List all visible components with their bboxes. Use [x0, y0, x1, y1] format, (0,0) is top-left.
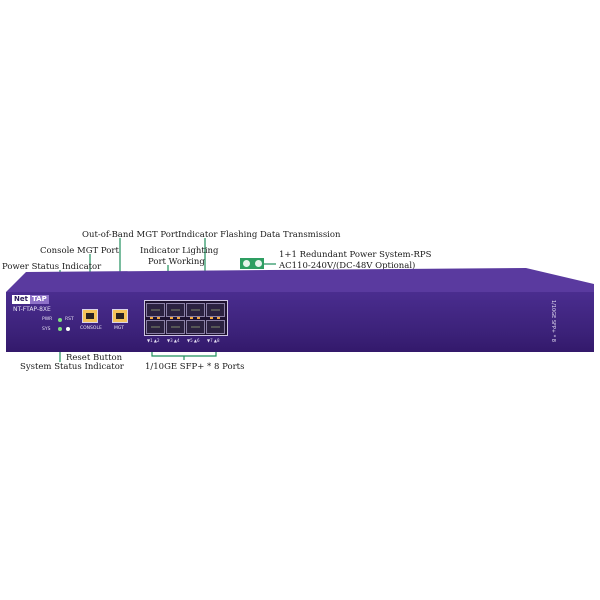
rps-callout-2: AC110-240V/(DC-48V Optional)	[279, 261, 416, 271]
power-terminal-icon	[242, 260, 250, 267]
power-status-led	[58, 318, 62, 322]
system-status-callout: System Status Indicator	[20, 362, 124, 372]
sfp-port[interactable]	[206, 320, 225, 334]
indicator-flashing-callout: Indicator Flashing Data Transmission	[178, 230, 341, 240]
logo-text-right: TAP	[29, 295, 49, 304]
sfp-status-led	[157, 317, 160, 319]
power-terminal-icon	[254, 260, 262, 267]
chassis-top	[6, 268, 594, 292]
mgt-label: MGT	[114, 326, 124, 331]
reset-button[interactable]	[66, 327, 70, 331]
sfp-port[interactable]	[186, 320, 205, 334]
port-label-5-6: ▼5 ▲6	[187, 338, 200, 343]
logo-text-left: Net	[12, 295, 30, 304]
console-mgt-callout: Console MGT Port	[40, 246, 119, 256]
rst-label: RST	[65, 317, 74, 322]
sfp-status-led	[177, 317, 180, 319]
mgt-port[interactable]	[112, 309, 128, 323]
brand-logo: Net TAP	[12, 295, 49, 304]
sfp-status-led	[217, 317, 220, 319]
system-status-led	[58, 327, 62, 331]
port-label-7-8: ▼7 ▲8	[207, 338, 220, 343]
port-label-3-4: ▼3 ▲4	[167, 338, 180, 343]
sfp-status-led	[197, 317, 200, 319]
power-status-callout: Power Status Indicator	[2, 262, 102, 272]
sfp-port[interactable]	[146, 303, 165, 317]
sfp-port[interactable]	[206, 303, 225, 317]
oob-mgt-callout: Out-of-Band MGT Port	[82, 230, 179, 240]
rps-callout-1: 1+1 Redundant Power System-RPS	[279, 250, 432, 260]
sfp-ports-callout: 1/10GE SFP+ * 8 Ports	[145, 362, 245, 372]
pwr-label: PWR	[42, 317, 53, 322]
sfp-port[interactable]	[166, 303, 185, 317]
sfp-port-block	[144, 300, 228, 336]
side-port-text: 1/10GE SFP+ * 8	[550, 300, 556, 342]
sys-label: SYS	[42, 327, 51, 332]
sfp-port[interactable]	[166, 320, 185, 334]
sfp-port[interactable]	[146, 320, 165, 334]
port-label-1-2: ▼1 ▲2	[147, 338, 160, 343]
sfp-port[interactable]	[186, 303, 205, 317]
rps-connector	[240, 258, 264, 269]
reset-button-callout: Reset Button	[66, 353, 123, 363]
model-name: NT-FTAP-8XE	[13, 306, 51, 313]
sfp-status-led	[210, 317, 213, 319]
indicator-lighting-callout-1: Indicator Lighting	[140, 246, 219, 256]
sfp-status-led	[170, 317, 173, 319]
indicator-lighting-callout-2: Port Working	[148, 257, 205, 267]
sfp-status-led	[150, 317, 153, 319]
chassis-front-panel	[6, 292, 594, 352]
sfp-status-led	[190, 317, 193, 319]
console-label: CONSOLE	[80, 326, 102, 331]
console-port[interactable]	[82, 309, 98, 323]
